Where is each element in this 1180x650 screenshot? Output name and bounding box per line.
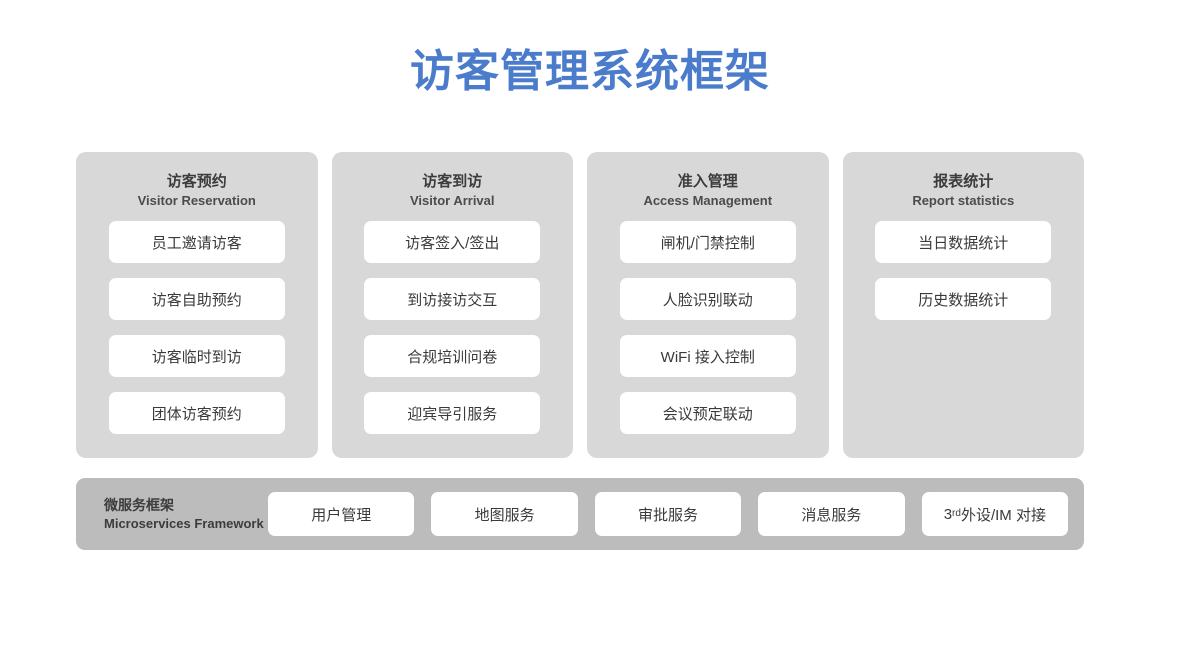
pillar-title-en: Visitor Arrival [409,193,495,208]
pillar-title-en: Access Management [643,193,773,208]
service-card-label: 地图服务 [474,506,535,524]
service-card-label: 用户管理 [311,506,372,524]
pillar-title-cn: 报表统计 [933,173,994,190]
microservices-label: 微服务框架 Microservices Framework [92,496,268,533]
feature-card[interactable]: 到访接访交互 [364,278,541,320]
pillar-title-cn: 准入管理 [677,173,738,190]
pillar-title-en: Visitor Reservation [137,193,256,208]
feature-card[interactable]: WiFi 接入控制 [619,335,796,377]
feature-card[interactable]: 访客签入/签出 [364,221,541,263]
feature-card[interactable]: 团体访客预约 [108,392,285,434]
pillar-column-2: 访客到访 Visitor Arrival 访客签入/签出到访接访交互合规培训问卷迎宾… [331,152,574,458]
service-card[interactable]: 消息服务 [758,492,905,536]
pillar-item-list: 闸机/门禁控制人脸识别联动 WiFi 接入控制会议预定联动 [587,221,829,449]
service-card[interactable]: 审批服务 [594,492,742,536]
pillar-column-3: 准入管理 Access Management 闸机/门禁控制人脸识别联动 WiFi 接… [587,152,829,458]
microservices-label-en: Microservices Framework [104,515,264,531]
pillar-title-cn: 访客到访 [422,173,483,190]
service-card-label-tail: 外设/IM 对接 [960,506,1046,524]
service-card-label: 消息服务 [801,506,862,524]
feature-card[interactable]: 历史数据统计 [875,278,1052,320]
microservices-label-cn: 微服务框架 [104,496,174,513]
pillar-item-list: 员工邀请访客访客自助预约访客临时到访团体访客预约 [76,221,318,449]
service-card[interactable]: 地图服务 [431,492,578,536]
pillar-item-list: 当日数据统计历史数据统计 [843,221,1085,335]
pillar-item-list: 访客签入/签出到访接访交互合规培训问卷迎宾导引服务 [332,221,574,449]
feature-card[interactable]: 当日数据统计 [875,221,1052,263]
feature-card[interactable]: 迎宾导引服务 [364,392,541,434]
pillar-columns: 访客预约 Visitor Reservation 员工邀请访客访客自助预约访客临时到… [76,152,1084,458]
pillar-title-cn: 访客预约 [166,173,227,190]
microservices-bar: 微服务框架 Microservices Framework 用户管理 地图服务 审批… [76,478,1084,550]
service-card-label: 3 [943,505,953,523]
feature-card[interactable]: 访客自助预约 [108,278,285,320]
feature-card[interactable]: 员工邀请访客 [108,221,285,263]
pillar-column-1: 访客预约 Visitor Reservation 员工邀请访客访客自助预约访客临时到… [76,152,318,458]
service-card-label: 审批服务 [638,506,699,524]
pillar-title-en: Report statistics [912,193,1015,208]
page-title: 访客管理系统框架 [410,47,770,96]
feature-card[interactable]: 合规培训问卷 [364,335,541,377]
feature-card[interactable]: 闸机/门禁控制 [619,221,796,263]
feature-card[interactable]: 访客临时到访 [108,335,285,377]
pillar-column-4: 报表统计 Report statistics 当日数据统计历史数据统计 [842,152,1085,458]
feature-card[interactable]: 人脸识别联动 [619,278,796,320]
feature-card[interactable]: 会议预定联动 [619,392,796,434]
service-card[interactable]: 用户管理 [268,492,415,536]
